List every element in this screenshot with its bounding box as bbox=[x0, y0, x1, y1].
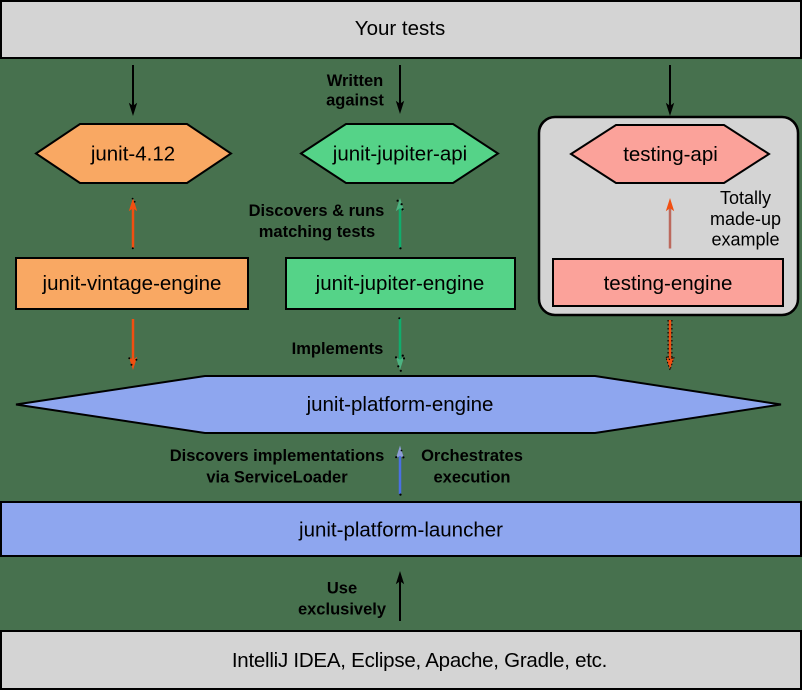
svg-text:made-up: made-up bbox=[710, 209, 781, 229]
svg-text:junit-4.12: junit-4.12 bbox=[90, 143, 175, 166]
svg-text:testing-engine: testing-engine bbox=[604, 272, 733, 295]
svg-text:Use: Use bbox=[327, 580, 357, 598]
svg-text:junit-vintage-engine: junit-vintage-engine bbox=[42, 272, 222, 295]
svg-text:testing-api: testing-api bbox=[623, 143, 718, 166]
svg-text:against: against bbox=[326, 91, 384, 109]
svg-text:Discovers & runs: Discovers & runs bbox=[249, 202, 385, 220]
svg-text:IntelliJ IDEA, Eclipse, Apache: IntelliJ IDEA, Eclipse, Apache, Gradle, … bbox=[232, 649, 607, 672]
svg-text:Implements: Implements bbox=[292, 340, 384, 358]
svg-text:junit-jupiter-engine: junit-jupiter-engine bbox=[315, 272, 485, 295]
svg-text:example: example bbox=[711, 230, 779, 250]
svg-text:Orchestrates: Orchestrates bbox=[421, 447, 523, 465]
svg-text:junit-jupiter-api: junit-jupiter-api bbox=[332, 143, 467, 166]
svg-text:Your tests: Your tests bbox=[355, 17, 445, 40]
svg-text:Discovers implementations: Discovers implementations bbox=[170, 447, 385, 465]
svg-text:Totally: Totally bbox=[720, 188, 771, 208]
svg-text:matching tests: matching tests bbox=[259, 223, 375, 241]
svg-text:execution: execution bbox=[433, 469, 510, 487]
svg-text:exclusively: exclusively bbox=[298, 600, 387, 618]
svg-text:junit-platform-launcher: junit-platform-launcher bbox=[298, 519, 503, 542]
svg-text:junit-platform-engine: junit-platform-engine bbox=[306, 393, 494, 416]
svg-text:Written: Written bbox=[327, 72, 384, 90]
svg-text:via ServiceLoader: via ServiceLoader bbox=[206, 469, 348, 487]
